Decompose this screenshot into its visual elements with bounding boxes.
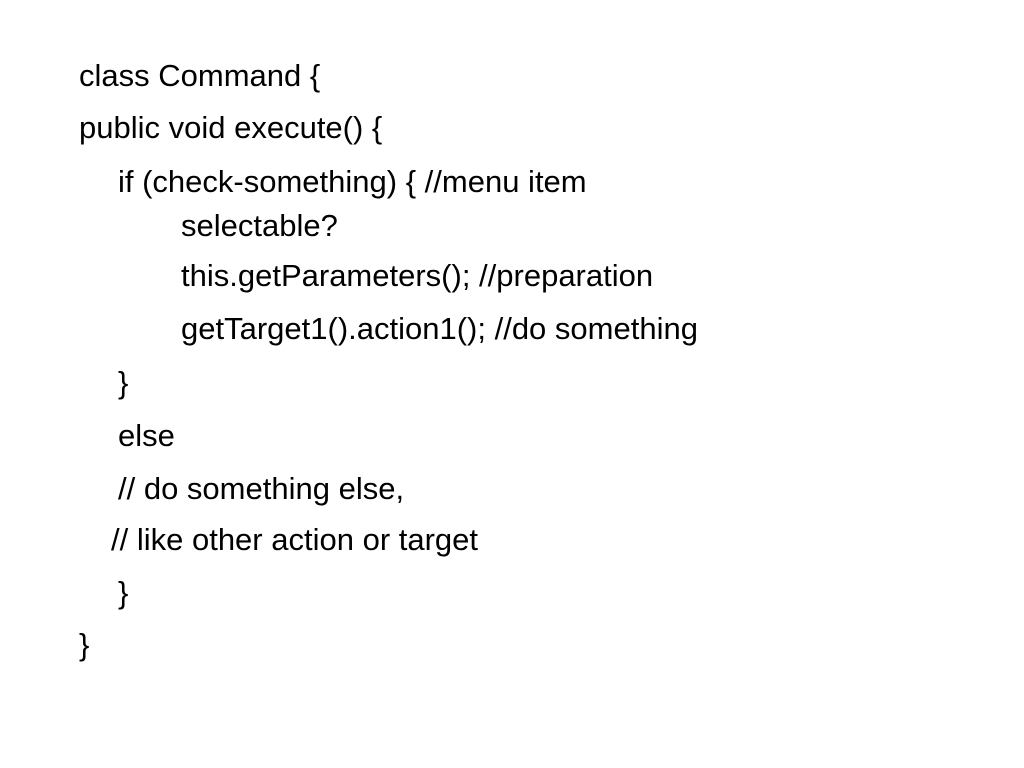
code-line-method-close-brace: } bbox=[118, 575, 129, 610]
code-line-if-condition: if (check-something) { //menu item bbox=[118, 164, 587, 199]
code-line-class-close-brace: } bbox=[79, 627, 90, 662]
code-line-if-close-brace: } bbox=[118, 365, 129, 400]
code-line-class-declaration: class Command { bbox=[79, 58, 321, 93]
code-line-target-action: getTarget1().action1(); //do something bbox=[181, 311, 698, 346]
code-line-method-declaration: public void execute() { bbox=[79, 110, 383, 145]
code-line-else-comment-2: // like other action or target bbox=[111, 522, 479, 557]
code-line-get-parameters: this.getParameters(); //preparation bbox=[181, 258, 654, 293]
code-line-else-comment-1: // do something else, bbox=[118, 471, 405, 506]
code-line-if-condition-continued: selectable? bbox=[181, 208, 338, 243]
code-line-else: else bbox=[118, 418, 175, 453]
